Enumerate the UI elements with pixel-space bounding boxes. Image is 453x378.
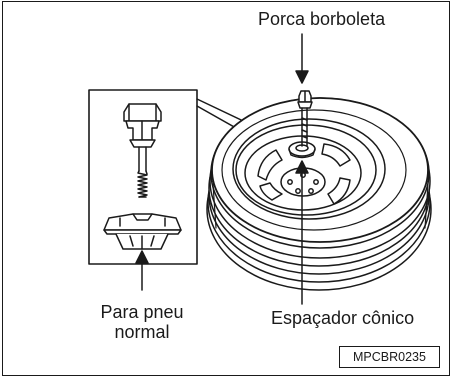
wing-nut-label: Porca borboleta (258, 9, 386, 29)
arrow-to-conical-spacer (295, 160, 309, 305)
arrow-to-wing-nut (295, 33, 309, 84)
conical-spacer-label: Espaçador cônico (271, 308, 415, 328)
wing-nut-detail (123, 103, 162, 148)
figure-code: MPCBR0235 (339, 346, 440, 368)
normal-tire-label: Para pneu normal (100, 302, 184, 342)
wing-nut-on-tire (297, 90, 313, 147)
spare-tire (206, 97, 432, 291)
normal-tire-spacer-detail (103, 213, 182, 250)
threaded-bolt-detail (137, 146, 148, 198)
arrow-to-normal-spacer (135, 250, 149, 291)
